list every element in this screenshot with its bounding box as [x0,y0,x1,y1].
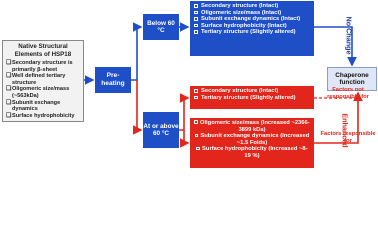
factors-not-responsible-label: Factors not responsible for [327,87,369,100]
effect-item: Secondary structure (Intact) [194,3,310,10]
native-item: ❑Secondary structure is primarily β-shee… [6,60,73,73]
native-item: ❑Subunit exchange dynamics [6,99,61,113]
no-change-label: No Change [344,16,354,55]
native-item: ❑Surface hydrophobicity [6,112,75,119]
above-60-increased-box: Oligomeric size/mass (Increased ~2366-38… [190,118,314,168]
connector-arrows [84,22,363,148]
below-60-box: Below 60 °C [143,14,179,40]
arrow-bluebox-to-chaperone [314,26,357,67]
arrow-red2-to-chaperone [314,91,363,144]
native-elements-box: Native Structural Elements of HSP18 ❑Sec… [2,40,84,122]
chaperone-function-box: Chaperone function [327,67,377,91]
native-item: ❑Well defined tertiary structure [6,73,66,86]
effect-item: Surface hydrophobicity (Increased ~8-19 … [194,146,310,159]
effect-item: Subunit exchange dynamics (Intact) [194,16,310,23]
preheating-box: Pre-heating [95,67,131,93]
native-title: Native Structural Elements of HSP18 [14,43,72,58]
arrow-above-to-red2 [180,130,190,148]
arrow-preheat-to-above [133,80,143,135]
effect-item: Tertiary structure (Slightly altered) [194,29,310,36]
effect-item: Oligomeric size/mass (Intact) [194,10,310,17]
above-60-box: At or above 60 °C [143,112,179,148]
effect-item: Secondary structure (Intact) [194,88,310,95]
effect-item: Surface hydrophobicity (Intact) [194,23,310,30]
arrow-above-to-red1 [179,93,190,131]
effect-item: Tertiary structure (Slightly altered) [194,95,310,102]
effect-item: Subunit exchange dynamics (Increased ~1.… [194,133,310,146]
below-60-effects-box: Secondary structure (Intact) Oligomeric … [190,1,314,56]
native-item: ❑Oligomeric size/mass (~563kDa) [6,86,70,99]
above-60-intact-box: Secondary structure (Intact) Tertiary st… [190,86,314,109]
arrow-preheat-to-below [131,22,143,81]
factors-responsible-label: Factors responsible for [320,131,376,144]
effect-item: Oligomeric size/mass (Increased ~2366-38… [194,120,310,133]
